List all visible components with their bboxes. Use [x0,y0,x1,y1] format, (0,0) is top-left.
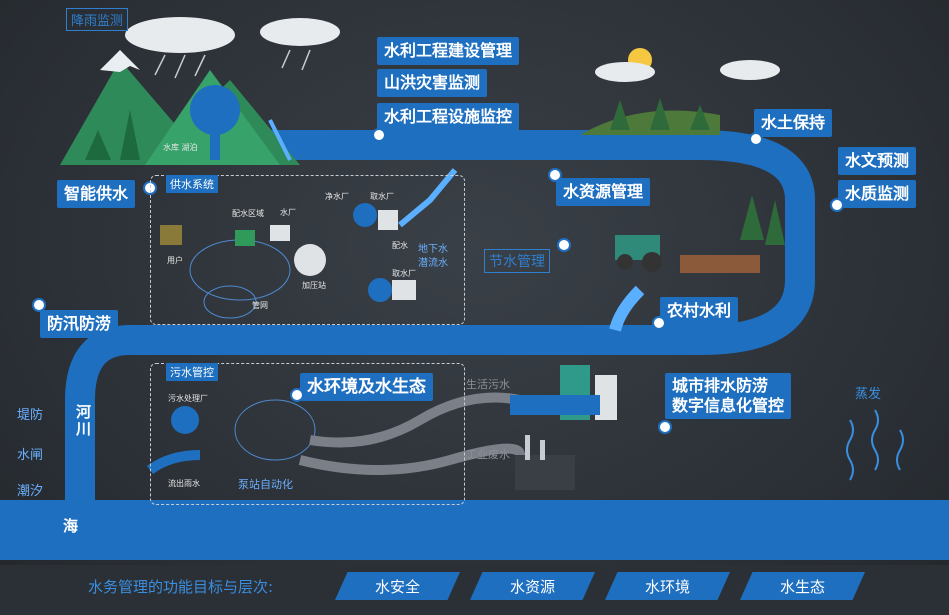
river-label: 河川 [74,404,92,438]
bottom-title: 水务管理的功能目标与层次: [88,578,274,596]
industrial-waste-label: 工业废水 [466,448,510,461]
sewage-control-box [150,363,465,505]
pill-water-safety: 水安全 [335,572,460,600]
supply-system-box [150,175,465,325]
evaporation-label: 蒸发 [855,387,882,402]
supply-tag: 管网 [252,301,268,310]
label-soil-conservation: 水土保持 [754,109,833,137]
label-rural-water: 农村水利 [660,297,739,325]
supply-tag: 用户 [167,256,183,265]
reservoir-label: 水库 湖泊 [163,143,198,152]
mountain-group [60,50,300,165]
marker-dot [658,420,672,434]
pill-water-resource: 水资源 [470,572,595,600]
supply-network [160,168,458,319]
side-label-embankment: 堤防 [17,408,44,423]
evaporation-lines [846,409,904,481]
river-path [65,130,815,525]
supply-tag: 水厂 [280,208,296,217]
sewage-tag: 泵站自动化 [238,478,293,491]
water-saving-tag: 节水管理 [484,249,550,273]
label-resource-mgmt: 水资源管理 [556,178,651,206]
sewage-tag: 污水处理厂 [168,394,208,403]
rain-clouds [125,17,340,79]
supply-tag: 潜流水 [418,258,448,269]
supply-tag: 取水厂 [392,269,416,278]
sea-label: 海 [63,517,79,535]
pill-water-environment: 水环境 [605,572,730,600]
label-facility-monitor: 水利工程设施监控 [377,103,520,131]
marker-dot [372,128,386,142]
urban-drainage-line-1: 城市排水防涝 [672,376,769,395]
marker-dot [557,238,571,252]
marker-dot [290,388,304,402]
supply-tag: 取水厂 [370,192,394,201]
label-hydrology-forecast: 水文预测 [838,147,917,175]
label-environment-ecology: 水环境及水生态 [300,373,433,401]
domestic-sewage-label: 生活污水 [466,378,510,391]
forest-hill [580,48,780,135]
sewage-network [147,392,525,475]
marker-dot [830,198,844,212]
side-label-sluice: 水闸 [17,448,44,463]
farm-scene [609,195,785,332]
label-water-quality: 水质监测 [838,180,917,208]
side-label-tide: 潮汐 [17,484,44,499]
supply-tag: 地下水 [418,244,448,255]
label-construction-mgmt: 水利工程建设管理 [377,37,520,65]
sea-band [0,500,949,560]
label-flood-disaster: 山洪灾害监测 [377,69,488,97]
urban-drainage-line-2: 数字信息化管控 [672,396,785,415]
rain-monitoring-tag: 降雨监测 [66,8,129,31]
label-smart-supply: 智能供水 [57,180,136,208]
supply-tag: 净水厂 [325,192,349,201]
supply-tag: 加压站 [302,281,326,290]
marker-dot [652,316,666,330]
label-urban-drainage: 城市排水防涝 数字信息化管控 [665,373,792,419]
label-flood-control: 防汛防涝 [40,310,119,338]
city-factory [510,365,617,490]
marker-dot [32,298,46,312]
marker-dot [548,168,562,182]
sewage-control-title: 污水管控 [166,363,218,381]
marker-dot [749,132,763,146]
supply-tag: 配水 [392,241,408,250]
pill-water-ecology: 水生态 [740,572,865,600]
sewage-tag: 流出雨水 [168,479,200,488]
supply-tag: 配水区域 [232,209,264,218]
supply-system-title: 供水系统 [166,175,218,193]
